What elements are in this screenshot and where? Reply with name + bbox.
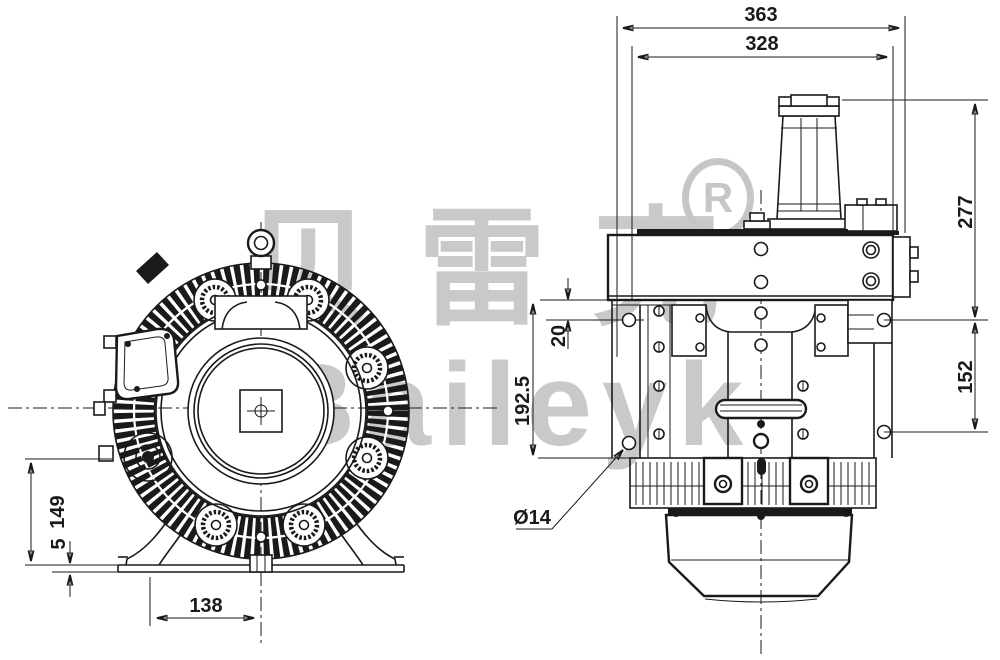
dim-label-152: 152 — [955, 360, 977, 393]
dim-upper-height: 277 — [842, 99, 988, 321]
dim-foot-span: 138 — [149, 577, 254, 626]
front-view: 149 5 138 — [8, 222, 500, 643]
fan-grille — [187, 337, 335, 485]
dim-label-20: 20 — [548, 325, 570, 347]
mounting-feet — [117, 513, 405, 573]
silencer — [743, 94, 849, 230]
dim-body-height: 192.5 — [512, 299, 644, 459]
dim-label-149: 149 — [47, 495, 69, 528]
terminal-box-front — [93, 252, 180, 482]
dim-label-192-5: 192.5 — [512, 376, 534, 426]
lifting-eye — [214, 228, 308, 330]
dim-label-138: 138 — [189, 595, 222, 617]
dim-label-dia14: Ø14 — [513, 507, 552, 529]
dim-label-277: 277 — [955, 195, 977, 228]
motor-ribs — [629, 456, 877, 509]
dim-lower-height: 152 — [884, 323, 988, 433]
dim-hole-diameter: Ø14 — [513, 450, 623, 530]
dim-base-height: 149 — [25, 458, 118, 566]
dim-flange-width: 328 — [638, 33, 887, 57]
flange-plate — [606, 229, 919, 302]
side-view: 363 328 277 152 — [512, 4, 988, 656]
body-screws — [653, 305, 809, 440]
pump-body — [611, 299, 893, 489]
terminal-box-side — [843, 198, 899, 235]
dim-foot-thickness: 5 — [48, 538, 118, 597]
fan-cover — [664, 508, 854, 603]
dim-label-5: 5 — [48, 538, 70, 549]
dim-overall-width: 363 — [623, 4, 899, 28]
dim-label-328: 328 — [745, 33, 778, 55]
dim-label-363: 363 — [744, 4, 777, 26]
